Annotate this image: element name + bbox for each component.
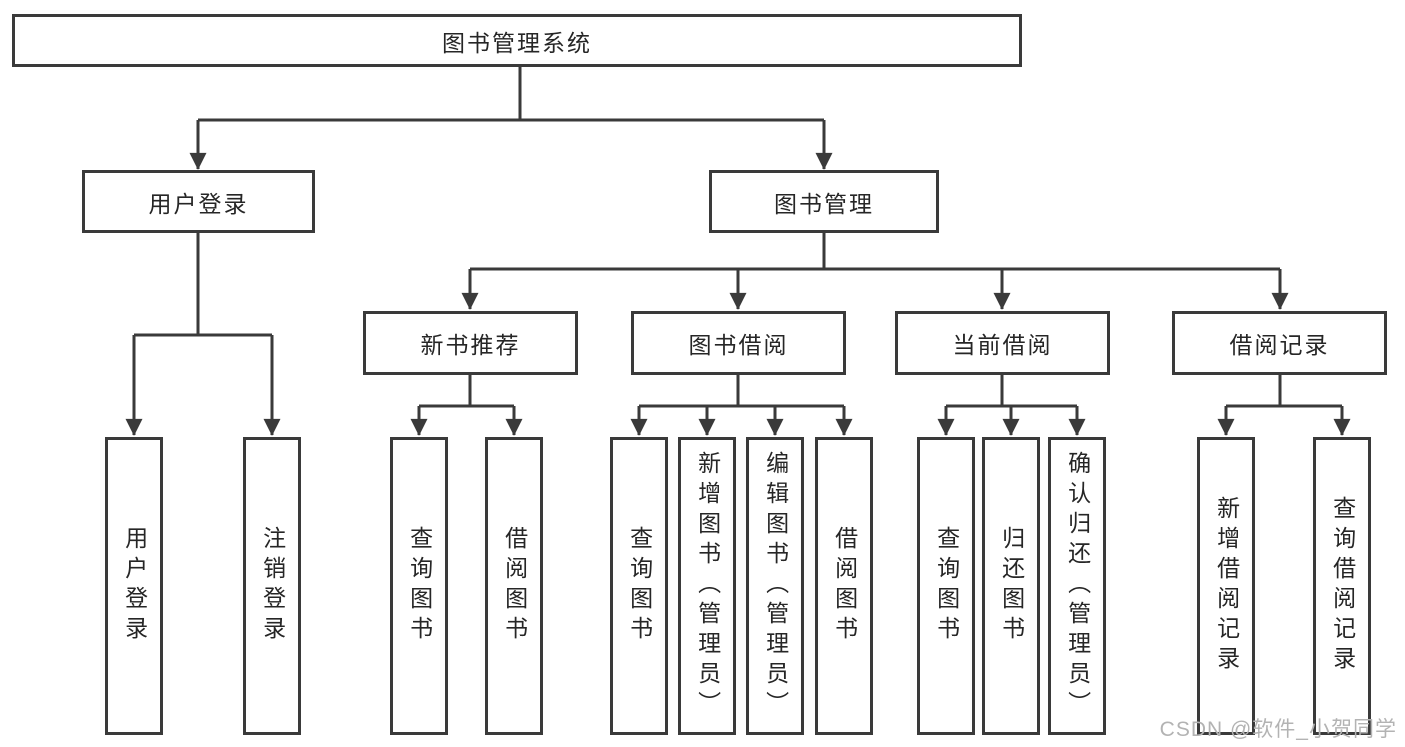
leaf-borrow-edit-book-label: 编辑图书（管理员） [762,451,789,721]
leaf-logout-label: 注销登录 [259,526,286,646]
leaf-borrow-query-book: 查询图书 [610,437,668,735]
leaf-borrow-edit-book: 编辑图书（管理员） [746,437,804,735]
leaf-current-confirm-return: 确认归还（管理员） [1048,437,1106,735]
leaf-borrow-add-book: 新增图书（管理员） [678,437,736,735]
node-new-book-recommend-label: 新书推荐 [420,332,521,358]
node-new-book-recommend: 新书推荐 [363,311,578,375]
leaf-recommend-query-book: 查询图书 [390,437,448,735]
leaf-records-query-record: 查询借阅记录 [1313,437,1371,735]
leaf-records-add-record-label: 新增借阅记录 [1213,496,1240,676]
node-borrow-records-label: 借阅记录 [1229,332,1330,358]
leaf-recommend-query-book-label: 查询图书 [406,526,433,646]
leaf-current-confirm-return-label: 确认归还（管理员） [1064,451,1091,721]
node-current-borrow-label: 当前借阅 [952,332,1053,358]
node-user-login: 用户登录 [82,170,315,233]
leaf-current-return-book: 归还图书 [982,437,1040,735]
leaf-records-add-record: 新增借阅记录 [1197,437,1255,735]
leaf-recommend-borrow-book-label: 借阅图书 [501,526,528,646]
watermark: CSDN @软件_小贺同学 [1159,718,1397,741]
leaf-logout: 注销登录 [243,437,301,735]
leaf-current-query-book: 查询图书 [917,437,975,735]
leaf-user-login: 用户登录 [105,437,163,735]
node-book-management: 图书管理 [709,170,939,233]
leaf-records-query-record-label: 查询借阅记录 [1329,496,1356,676]
node-current-borrow: 当前借阅 [895,311,1110,375]
root-node-label: 图书管理系统 [442,29,592,56]
node-book-borrow-label: 图书借阅 [688,332,789,358]
leaf-recommend-borrow-book: 借阅图书 [485,437,543,735]
root-node: 图书管理系统 [12,14,1022,67]
leaf-borrow-query-book-label: 查询图书 [626,526,653,646]
node-book-management-label: 图书管理 [774,190,874,217]
leaf-borrow-borrow-book: 借阅图书 [815,437,873,735]
leaf-borrow-borrow-book-label: 借阅图书 [831,526,858,646]
leaf-user-login-label: 用户登录 [121,526,148,646]
leaf-current-return-book-label: 归还图书 [998,526,1025,646]
node-book-borrow: 图书借阅 [631,311,846,375]
leaf-borrow-add-book-label: 新增图书（管理员） [694,451,721,721]
leaf-current-query-book-label: 查询图书 [933,526,960,646]
node-user-login-label: 用户登录 [148,190,249,217]
node-borrow-records: 借阅记录 [1172,311,1387,375]
